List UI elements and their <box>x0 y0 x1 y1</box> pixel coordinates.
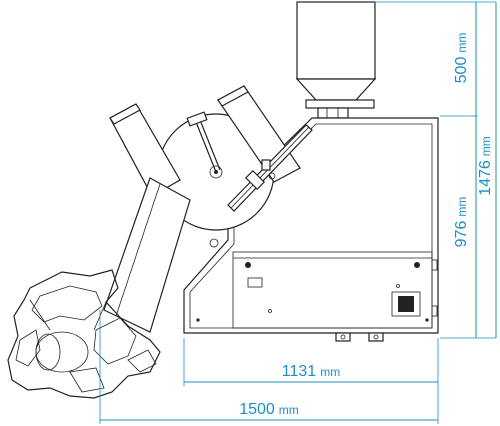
dimension-lines <box>99 1 497 424</box>
top-hopper <box>295 1 377 119</box>
body-height-label: 976mm <box>453 197 470 248</box>
total-height-label: 1476mm <box>477 136 494 196</box>
bunker-height-label: 500mm <box>453 33 470 84</box>
wood-pile <box>7 269 161 399</box>
conveyor-arm <box>103 124 313 333</box>
